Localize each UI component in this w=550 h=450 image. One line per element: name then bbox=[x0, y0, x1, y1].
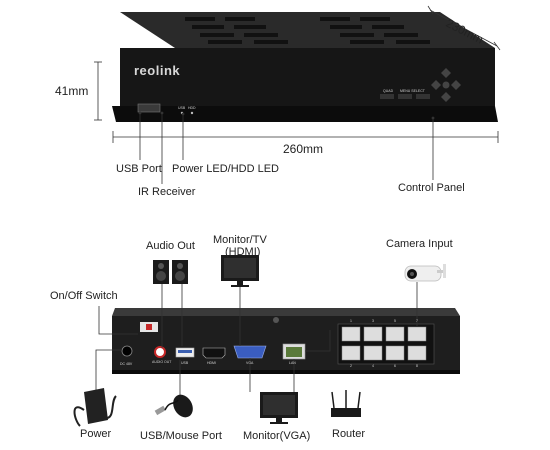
speakers-icon bbox=[153, 260, 188, 284]
monitor-vga-label: Monitor(VGA) bbox=[243, 430, 311, 442]
dc-jack bbox=[121, 345, 133, 357]
height-dimension: 41mm bbox=[55, 84, 89, 98]
router-label: Router bbox=[332, 428, 366, 440]
nvr-top-face bbox=[120, 12, 495, 48]
poe-port-6: 6 bbox=[394, 364, 396, 368]
dc-marking: DC 48V bbox=[120, 362, 133, 366]
nvr-front-unit bbox=[112, 12, 498, 122]
audio-out-marking: AUDIO OUT bbox=[152, 360, 172, 364]
usb-mouse-icon bbox=[154, 394, 193, 418]
usb-port-label: USB Port bbox=[116, 163, 162, 175]
vga-port bbox=[233, 345, 267, 359]
router-icon bbox=[331, 390, 361, 417]
hdmi-monitor-icon bbox=[221, 255, 259, 287]
camera-icon bbox=[404, 264, 446, 282]
poe-port-3: 3 bbox=[372, 319, 374, 323]
monitor-tv-sublabel: (HDMI) bbox=[225, 246, 261, 258]
nvr-front-face bbox=[120, 48, 495, 108]
quad-button bbox=[380, 94, 394, 99]
rear-callout-lines bbox=[95, 282, 418, 410]
poe-port-4: 4 bbox=[372, 364, 374, 368]
quad-marking: QUAD bbox=[383, 89, 394, 93]
poe-port-2: 2 bbox=[350, 364, 352, 368]
top-vents bbox=[185, 17, 430, 44]
hdmi-marking: HDMI bbox=[207, 361, 216, 365]
lan-marking: LAN bbox=[289, 361, 296, 365]
control-panel-label: Control Panel bbox=[398, 182, 465, 194]
hdmi-port bbox=[202, 347, 226, 359]
front-usb-marking: USB bbox=[178, 106, 186, 110]
vga-marking: VGA bbox=[246, 361, 254, 365]
nvr-rear-unit bbox=[112, 308, 460, 374]
audio-jack bbox=[154, 346, 166, 358]
poe-ports bbox=[341, 326, 427, 361]
audio-out-label: Audio Out bbox=[146, 240, 195, 252]
select-button bbox=[416, 94, 430, 99]
usb-marking: USB bbox=[181, 361, 189, 365]
front-hdd-marking: HDD bbox=[188, 106, 196, 110]
usb-mouse-port-label: USB/Mouse Port bbox=[140, 430, 222, 442]
power-adapter-icon bbox=[73, 388, 117, 427]
front-usb-slot bbox=[137, 103, 161, 113]
nvr-base bbox=[112, 106, 498, 122]
menu-select-marking: MENU SELECT bbox=[400, 89, 425, 93]
width-dimension: 260mm bbox=[283, 142, 324, 156]
power-switch-rocker bbox=[146, 324, 152, 330]
monitor-tv-label: Monitor/TV bbox=[213, 234, 267, 246]
hdd-led bbox=[190, 111, 194, 115]
rear-base bbox=[112, 370, 460, 374]
poe-port-5: 5 bbox=[394, 319, 396, 323]
dimension-lines bbox=[94, 5, 501, 143]
power-label: Power bbox=[80, 428, 112, 440]
menu-button bbox=[398, 94, 412, 99]
front-callout-lines bbox=[139, 113, 434, 184]
vga-monitor-icon bbox=[260, 392, 298, 424]
rear-top-edge bbox=[112, 308, 460, 316]
camera-input-label: Camera Input bbox=[386, 238, 453, 250]
poe-port-1: 1 bbox=[350, 319, 352, 323]
poe-port-8: 8 bbox=[416, 364, 418, 368]
ir-receiver-label: IR Receiver bbox=[138, 186, 196, 198]
brand-logo: reolink bbox=[134, 63, 181, 78]
nav-buttons bbox=[431, 68, 461, 102]
poe-port-7: 7 bbox=[416, 319, 418, 323]
power-hdd-led-label: Power LED/HDD LED bbox=[172, 163, 279, 175]
rear-screw bbox=[273, 317, 279, 323]
on-off-switch-label: On/Off Switch bbox=[50, 290, 118, 302]
